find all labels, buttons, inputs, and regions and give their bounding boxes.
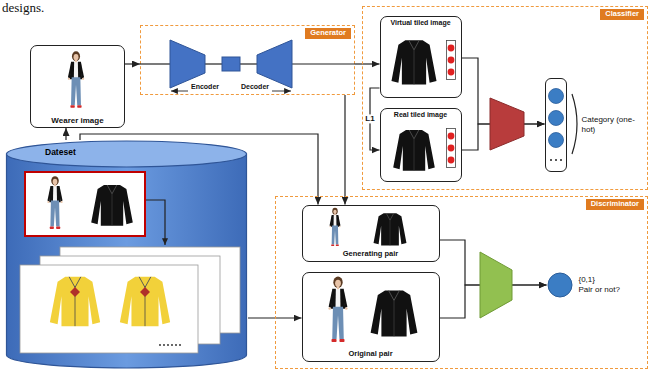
output-caption: Pair or not? — [579, 285, 645, 294]
decoder-shape — [257, 40, 292, 88]
latent-block — [222, 57, 240, 71]
label-holder: L1 — [364, 114, 375, 123]
box-caption: Wearer image — [51, 116, 103, 125]
label-holder: Encoder — [191, 83, 219, 90]
edge-label: L1 — [364, 114, 375, 123]
output-circle: {0,1}Pair or not? — [547, 271, 645, 299]
module-region: ClassifierVirtual tiled imageReal tiled … — [362, 6, 648, 190]
output-caption: Category (one-hot) — [582, 115, 640, 133]
generator-internals — [140, 40, 355, 91]
region-tag: Classifier — [600, 9, 644, 20]
connector-arrow — [344, 95, 345, 205]
output-circle-shape — [547, 272, 573, 298]
label-holder: designs. — [2, 0, 44, 16]
part-name: Decoder — [241, 83, 269, 90]
connector-arrow — [462, 58, 545, 124]
module-region: DiscriminatorGenerating pairOriginal pai… — [275, 196, 648, 369]
tiled-image-box: Virtual tiled image — [380, 16, 462, 98]
connector-arrow — [462, 124, 545, 150]
discriminator-network — [480, 252, 512, 318]
cylinder-top — [7, 141, 247, 167]
vector-outline — [545, 78, 567, 172]
connector-arrow — [125, 63, 140, 64]
connector-arrow — [355, 63, 380, 64]
region-tag: Discriminator — [586, 199, 644, 210]
part-name: Encoder — [191, 83, 219, 90]
box-caption: Generating pair — [343, 250, 398, 259]
input-image-box: Wearer image — [30, 45, 125, 128]
connector-arrow — [440, 240, 547, 285]
region-tag: Generator — [305, 28, 351, 39]
classifier-network — [490, 89, 577, 162]
pair-box: Generating pair — [302, 205, 440, 262]
box-caption: Real tiled image — [394, 111, 447, 119]
cropped-text: designs. — [2, 0, 44, 16]
connector-arrow — [65, 128, 66, 140]
dataset-contents — [20, 172, 240, 353]
cylinder-body — [7, 154, 247, 368]
cylinder-shape — [5, 140, 248, 369]
label-holder: Decoder — [241, 83, 269, 90]
output-unit — [548, 273, 572, 297]
box-caption: Virtual tiled image — [390, 19, 450, 27]
output-vector: Category (one-hot) — [545, 78, 645, 172]
pair-box: Original pair — [302, 272, 440, 362]
connector-arrow — [440, 285, 547, 318]
cylinder-label: Dateset — [45, 148, 248, 158]
box-caption: Original pair — [348, 350, 392, 359]
tiled-image-box: Real tiled image — [380, 108, 462, 182]
dataset-cylinder: Dateset — [5, 140, 248, 369]
image-thumbnails — [68, 40, 456, 342]
encoder-shape — [170, 40, 205, 88]
output-caption: {0,1} — [579, 275, 645, 284]
